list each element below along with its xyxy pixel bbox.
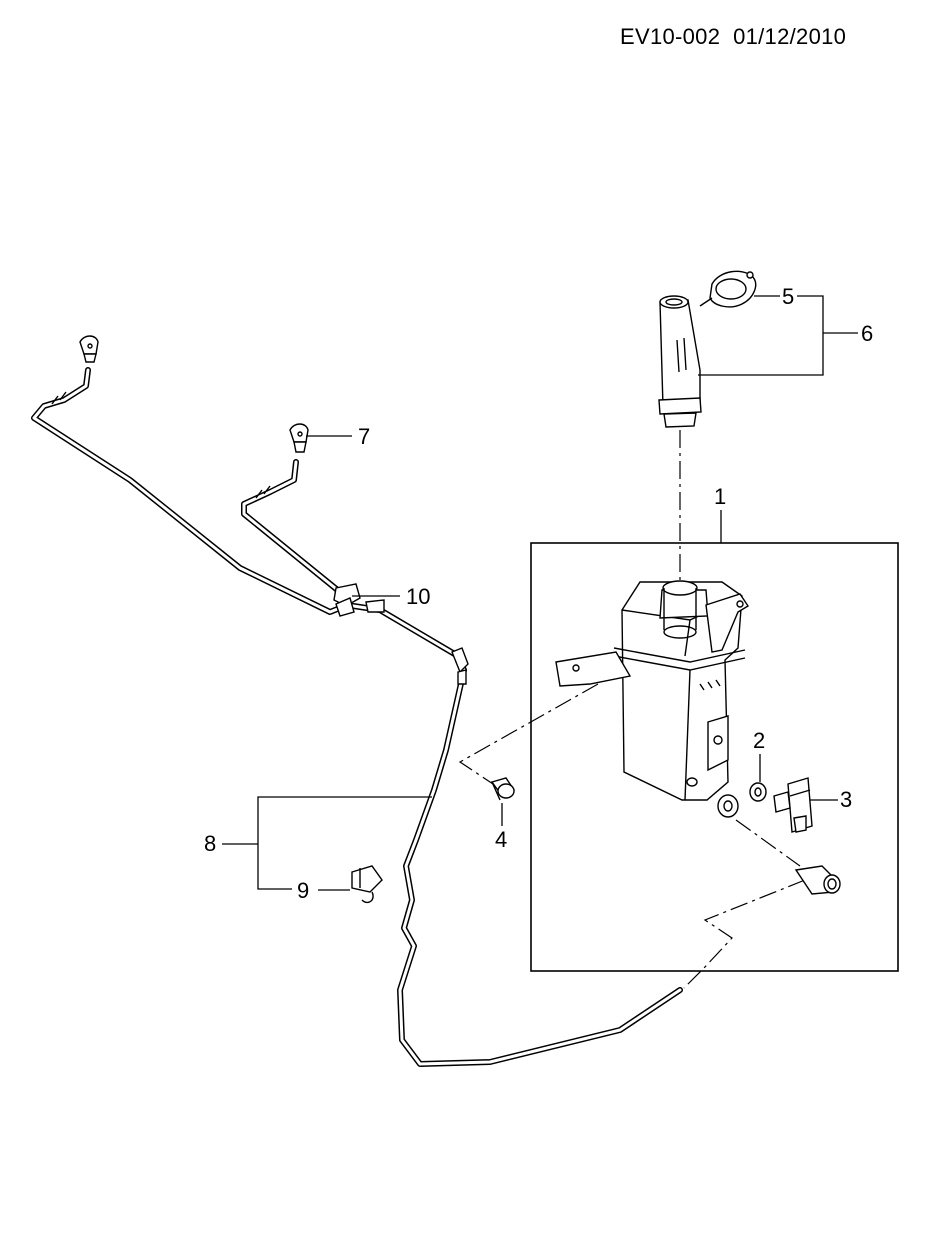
washer-reservoir: [555, 580, 749, 801]
reservoir-assembly-box: [530, 542, 899, 972]
grommet: [717, 782, 767, 818]
mounting-bolt: [490, 777, 516, 801]
callout-3: 3: [840, 787, 853, 812]
diagram-reference-code: EV10-002 01/12/2010: [620, 24, 847, 49]
callout-8: 8: [204, 831, 217, 856]
callout-2: 2: [753, 728, 766, 753]
callout-10: 10: [406, 584, 431, 609]
callout-6: 6: [861, 321, 874, 346]
washer-nozzle-left: [79, 335, 99, 363]
hose-clip: [351, 865, 383, 904]
callout-9: 9: [297, 878, 310, 903]
alignment-line-bracket: [458, 683, 599, 787]
filler-neck: [658, 295, 702, 428]
leader-bracket-6: [698, 295, 824, 376]
pump-connector: [794, 865, 841, 895]
leader-bracket-8: [257, 796, 432, 890]
washer-hose-assembly: [31, 367, 683, 1067]
alignment-line-pump: [735, 819, 801, 867]
washer-pump: [773, 777, 813, 833]
filler-cap: [699, 270, 757, 308]
alignment-line-hose: [683, 879, 806, 989]
callout-7: 7: [358, 424, 371, 449]
washer-nozzle-right: [289, 423, 309, 453]
callout-4: 4: [495, 827, 508, 852]
callout-5: 5: [782, 284, 795, 309]
callout-1: 1: [714, 484, 727, 509]
